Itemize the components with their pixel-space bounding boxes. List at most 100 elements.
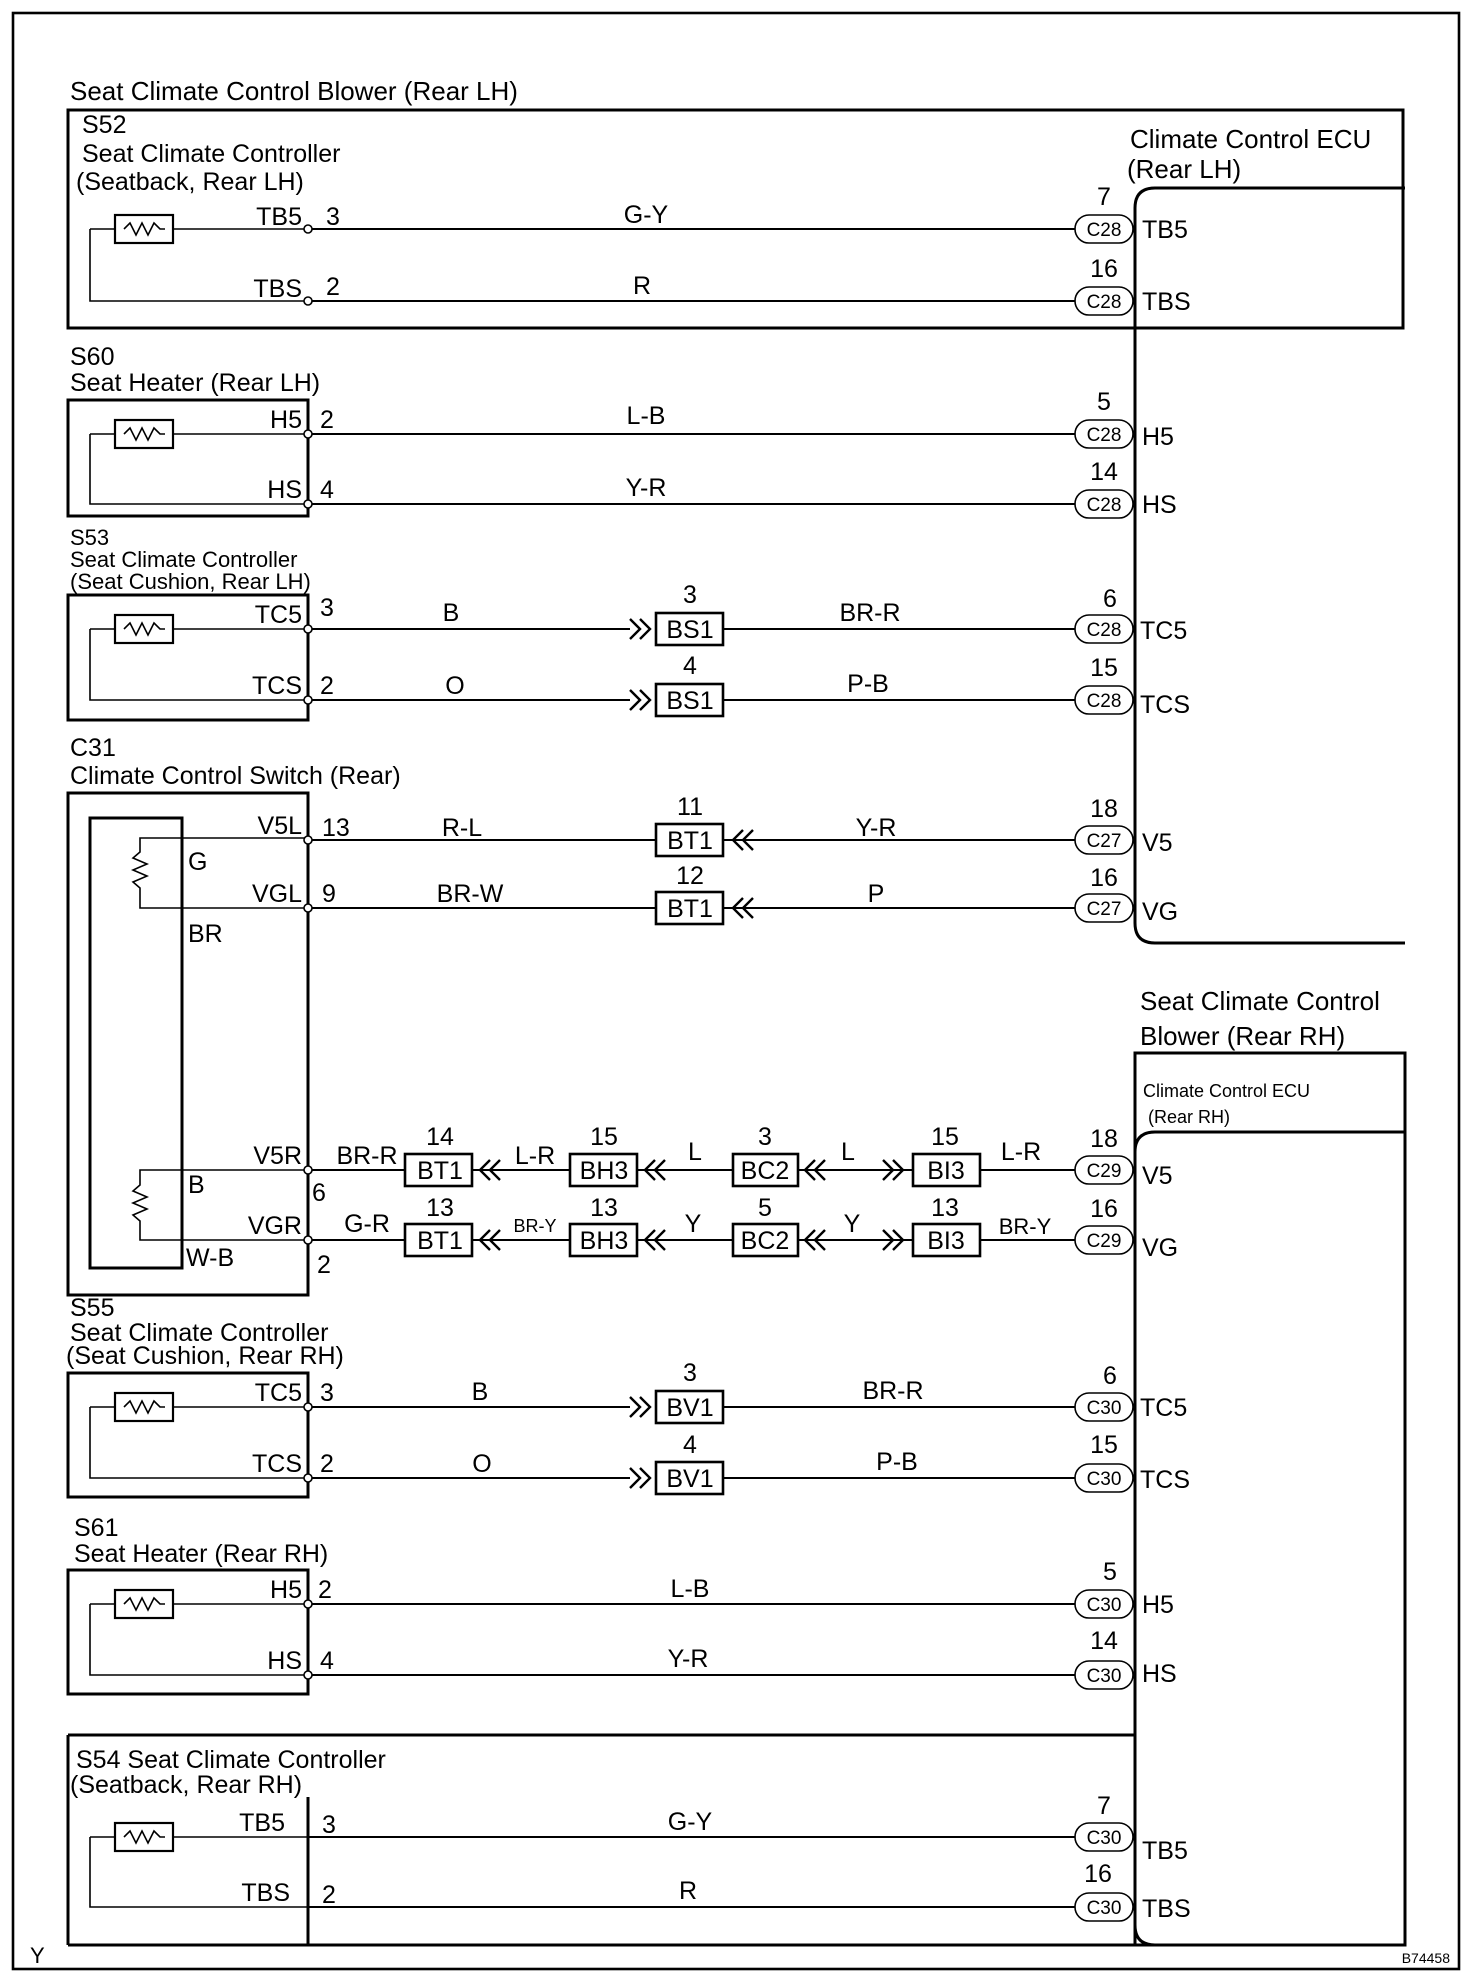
component-name: (Seatback, Rear RH) [70,1771,302,1799]
s55-box [66,1371,310,1499]
svg-text:BT1: BT1 [417,1227,463,1255]
component-name: Climate Control Switch (Rear) [70,762,401,790]
svg-text:TBS: TBS [241,1879,290,1907]
switch-label-wb: W-B [186,1244,234,1272]
svg-text:P: P [868,880,885,908]
svg-text:15: 15 [590,1123,618,1151]
svg-text:6: 6 [312,1179,326,1207]
svg-text:12: 12 [676,862,704,890]
svg-text:TC5: TC5 [1140,1394,1187,1422]
svg-text:9: 9 [322,880,336,908]
svg-text:O: O [445,672,464,700]
component-code: C31 [70,734,116,762]
svg-text:TBS: TBS [1142,1895,1191,1923]
svg-text:TB5: TB5 [1142,216,1188,244]
svg-text:HS: HS [267,476,302,504]
svg-text:7: 7 [1097,183,1111,211]
svg-text:L-B: L-B [671,1575,710,1603]
junction-bi3-box [911,1152,982,1188]
svg-text:13: 13 [931,1194,959,1222]
svg-text:H5: H5 [1142,1591,1174,1619]
svg-text:5: 5 [1103,1558,1117,1586]
svg-text:BT1: BT1 [667,827,713,855]
svg-text:16: 16 [1090,1195,1118,1223]
svg-text:11: 11 [677,793,703,821]
svg-text:BR-R: BR-R [862,1377,923,1405]
svg-text:V5R: V5R [253,1142,302,1170]
junction-bi3-box [911,1222,982,1258]
svg-text:R: R [679,1877,697,1905]
svg-text:4: 4 [683,1431,697,1459]
component-name: Seat Climate Controller [82,140,340,168]
junction-bs1-box [654,611,725,647]
svg-text:H5: H5 [270,406,302,434]
heater-element-icon [90,1821,308,1853]
svg-text:2: 2 [326,273,340,301]
svg-text:L-R: L-R [1001,1138,1041,1166]
svg-text:L: L [841,1138,855,1166]
svg-text:B: B [443,599,460,627]
svg-text:P-B: P-B [847,670,889,698]
svg-text:3: 3 [758,1123,772,1151]
ecu-rh-label-2: (Rear RH) [1148,1107,1230,1127]
switch-label-b: B [188,1171,205,1199]
svg-text:15: 15 [1090,1431,1118,1459]
svg-text:C27: C27 [1087,831,1122,852]
junction-bc2-box [731,1152,800,1188]
svg-text:BR-R: BR-R [839,599,900,627]
pin-names: TB5 TBS H5 HS TC5 TCS V5L VGL V5R VGR TC… [239,203,302,1907]
svg-text:C28: C28 [1087,425,1122,446]
wire-colors: G-Y R L-B Y-R B BR-R O P-B R-L Y-R BR-W … [336,201,1051,1905]
ecu-rh-label-1: Climate Control ECU [1143,1081,1310,1101]
footer-left: Y [30,1943,45,1968]
svg-text:15: 15 [1090,654,1118,682]
rh-blower-box [1133,1051,1407,1947]
lh-blower-box [66,108,1405,330]
svg-text:3: 3 [683,1359,697,1387]
svg-text:H5: H5 [1142,423,1174,451]
svg-text:16: 16 [1084,1860,1112,1888]
component-name: S54 Seat Climate Controller [76,1746,386,1774]
svg-text:BR-Y: BR-Y [999,1214,1052,1239]
svg-text:3: 3 [320,594,334,622]
resistor-loops [89,229,308,1908]
svg-text:Y: Y [685,1210,702,1238]
heater-element-icon [90,613,308,645]
c31-box [66,791,310,1297]
svg-text:Y-R: Y-R [856,814,897,842]
svg-text:VGR: VGR [248,1212,302,1240]
svg-text:G-Y: G-Y [668,1808,713,1836]
component-name: Seat Heater (Rear RH) [74,1540,328,1568]
svg-text:C30: C30 [1087,1595,1122,1616]
switch-resistors [130,837,308,1241]
svg-text:6: 6 [1103,585,1117,613]
rh-blower-title-2: Blower (Rear RH) [1140,1021,1345,1051]
svg-text:2: 2 [320,406,334,434]
pin-dots [303,224,313,1680]
svg-text:4: 4 [320,476,334,504]
junction-boxes [403,611,982,1496]
component-code: S61 [74,1514,118,1542]
pin-numbers: 3 2 2 4 3 2 13 9 6 2 3 2 2 4 3 2 [312,203,350,1909]
footer-right: B74458 [1402,1950,1450,1966]
lh-blower-title: Seat Climate Control Blower (Rear LH) [70,76,518,106]
connector-arrows [478,618,905,1489]
svg-text:2: 2 [322,1881,336,1909]
svg-text:R-L: R-L [442,814,482,842]
svg-text:P-B: P-B [876,1448,918,1476]
svg-text:BC2: BC2 [741,1227,790,1255]
svg-text:16: 16 [1090,255,1118,283]
svg-text:VG: VG [1142,898,1178,926]
svg-text:BT1: BT1 [417,1157,463,1185]
component-name: (Seatback, Rear LH) [76,168,304,196]
svg-text:V5: V5 [1142,829,1173,857]
svg-text:4: 4 [320,1647,334,1675]
svg-text:7: 7 [1097,1792,1111,1820]
svg-text:R: R [633,272,651,300]
svg-text:C28: C28 [1087,292,1122,313]
svg-text:BH3: BH3 [580,1157,629,1185]
svg-text:TB5: TB5 [239,1809,285,1837]
svg-text:L-B: L-B [627,402,666,430]
svg-text:BI3: BI3 [927,1227,965,1255]
